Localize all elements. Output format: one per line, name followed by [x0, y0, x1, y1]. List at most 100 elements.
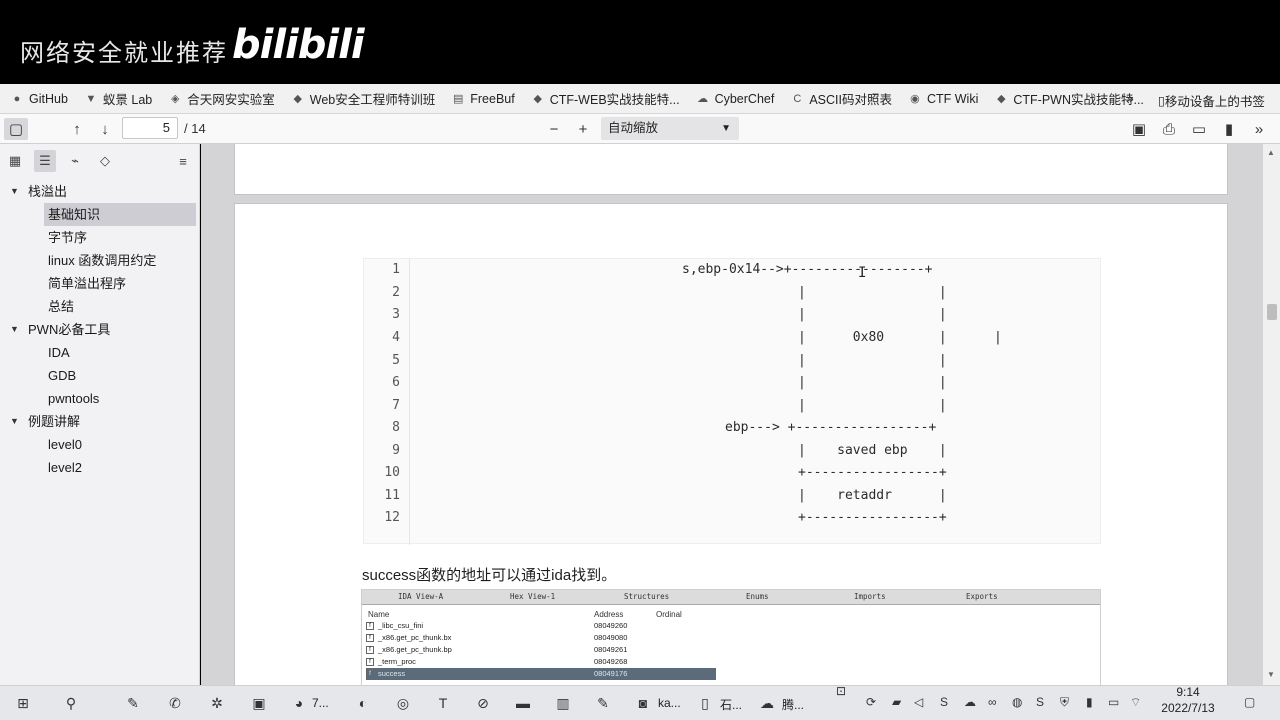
line-number: 3 [392, 307, 400, 322]
outline-item-level2[interactable]: level2 [0, 456, 200, 479]
bookmark-hetian[interactable]: ◈合天网安实验室 [168, 89, 275, 108]
taskbar-app-browser[interactable]: ◎ [390, 690, 416, 716]
zoom-in-button[interactable]: + [572, 118, 594, 140]
outline-item-examples[interactable]: ▼例题讲解 [0, 410, 200, 433]
tencent-icon: ☁ [760, 694, 774, 711]
outline-item-pwn-tools[interactable]: ▼PWN必备工具 [0, 318, 200, 341]
bookmark-ctf-pwn[interactable]: ◆CTF-PWN实战技能特... [994, 89, 1144, 108]
outline-item-gdb[interactable]: GDB [0, 364, 200, 387]
taskbar-app-edge[interactable]: ◐ [350, 690, 376, 716]
line-number: 1 [392, 262, 400, 277]
video-banner: 网络安全就业推荐 bilibili [0, 0, 1280, 84]
taskbar-app-network[interactable]: ⊘ [470, 690, 496, 716]
windows-icon: ⊞ [17, 694, 29, 711]
tray-mic-icon[interactable]: ▮ [1086, 695, 1093, 709]
taskbar-app-stone[interactable]: ▯ [692, 690, 718, 716]
bookmark-github[interactable]: ●GitHub [10, 92, 68, 106]
taskbar-app-pinwheel[interactable]: ✲ [204, 690, 230, 716]
tray-security-icon[interactable]: ⛨ [1060, 695, 1070, 709]
taskbar-app-tool[interactable]: ✎ [590, 690, 616, 716]
mobile-bookmarks[interactable]: ▯移动设备上的书签 [1158, 91, 1265, 110]
presentation-mode-button[interactable]: ▣ [1128, 118, 1150, 140]
outline-item-pwntools[interactable]: pwntools [0, 387, 200, 410]
ida-row-address: 08049260 [594, 621, 628, 630]
mobile-bookmarks-label: 移动设备上的书签 [1164, 95, 1265, 109]
taskbar-stone-label: 石... [720, 698, 743, 712]
tray-volume-icon[interactable]: ◁ [914, 695, 924, 709]
document-viewer[interactable]: 1 2 3 4 5 6 7 8 9 10 11 12 s,ebp-0x14-->… [201, 144, 1263, 685]
taskbar-firefox-label: 7... [312, 696, 329, 710]
outline-item-endianness[interactable]: 字节序 [0, 226, 200, 249]
taskbar-app-kali[interactable]: ◙ [630, 690, 656, 716]
outline-item-calling-convention[interactable]: linux 函数调用约定 [0, 249, 200, 272]
taskbar-clock[interactable]: 9:14 2022/7/13 [1148, 684, 1228, 716]
taskbar-app-terminal[interactable]: ▣ [246, 690, 272, 716]
zoom-out-button[interactable]: − [543, 118, 565, 140]
taskbar-app-tencent[interactable]: ☁ [754, 690, 780, 716]
bilibili-logo: bilibili [232, 22, 365, 68]
thumbnails-button[interactable]: ▦ [4, 150, 26, 172]
bookmark-ctf-wiki[interactable]: ◉CTF Wiki [908, 92, 978, 106]
vertical-scrollbar[interactable]: ▲ ▼ [1263, 144, 1280, 685]
previous-page-button[interactable]: ↑ [66, 118, 88, 140]
outline-item-basics[interactable]: 基础知识 [44, 203, 196, 226]
scroll-up-icon[interactable]: ▲ [1267, 148, 1275, 157]
tray-s-icon[interactable]: S [940, 695, 949, 709]
notification-icon[interactable]: ▢ [1244, 695, 1256, 709]
taskbar-app-chat[interactable]: ✆ [162, 690, 188, 716]
scrollbar-thumb[interactable] [1267, 304, 1277, 320]
bookmark-web-training[interactable]: ◆Web安全工程师特训班 [291, 89, 436, 108]
tray-sogou-icon[interactable]: S [1036, 695, 1045, 709]
next-page-button[interactable]: ↓ [94, 118, 116, 140]
bookmark-label: CyberChef [714, 91, 775, 106]
tray-wifi-icon[interactable]: ⌔ [1130, 695, 1142, 709]
layers-button[interactable]: ◇ [94, 150, 116, 172]
ida-row-address: 08049080 [594, 633, 628, 642]
bookmark-button[interactable]: ▮ [1218, 118, 1240, 140]
attachments-button[interactable]: ⌁ [64, 150, 86, 172]
bookmark-ctf-web[interactable]: ◆CTF-WEB实战技能特... [531, 89, 679, 108]
outline-item-summary[interactable]: 总结 [0, 295, 200, 318]
open-file-button[interactable]: ▭ [1188, 118, 1210, 140]
page-number-input[interactable]: 5 [122, 117, 178, 139]
taskbar-app-files[interactable]: ▬ [510, 690, 536, 716]
tray-link-icon[interactable]: ∞ [988, 695, 997, 709]
outline-label: 基础知识 [48, 207, 101, 222]
tray-cloud-icon[interactable]: ☁ [964, 695, 976, 709]
line-number: 10 [384, 465, 400, 480]
current-outline-button[interactable]: ≡ [172, 150, 194, 172]
ida-tab: Enums [746, 592, 769, 601]
bookmarks-overflow-button[interactable]: » [1126, 90, 1134, 106]
triangle-down-icon: ▼ [10, 324, 19, 334]
taskbar-app-editor[interactable]: ✎ [120, 690, 146, 716]
bookmark-label: GitHub [29, 91, 68, 106]
outline-label: level0 [48, 437, 82, 452]
outline-item-ida[interactable]: IDA [0, 341, 200, 364]
tray-shield-icon[interactable]: ◍ [1012, 695, 1023, 709]
tray-battery-icon[interactable]: ▰ [892, 695, 902, 709]
scroll-down-icon[interactable]: ▼ [1267, 670, 1275, 679]
start-button[interactable]: ⊞ [10, 690, 36, 716]
previous-page [235, 144, 1227, 194]
tools-menu-button[interactable]: » [1248, 118, 1270, 140]
taskbar-app-library[interactable]: ▥ [550, 690, 576, 716]
ida-row-address: 08049176 [594, 669, 628, 678]
taskbar-app-typora[interactable]: T [430, 690, 456, 716]
print-button[interactable]: ⎙ [1158, 118, 1180, 140]
outline-item-level0[interactable]: level0 [0, 433, 200, 456]
outline-item-stack-overflow[interactable]: ▼栈溢出 [0, 180, 200, 203]
bookmark-cyberchef[interactable]: ☁CyberChef [696, 91, 775, 106]
taskbar-app-firefox[interactable]: ◕ [286, 690, 312, 716]
tray-sync-icon[interactable]: ⟳ [866, 695, 877, 709]
outline-item-simple-overflow[interactable]: 简单溢出程序 [0, 272, 200, 295]
tray-display-icon[interactable]: ▭ [1108, 695, 1120, 709]
bookmark-lab[interactable]: ▼蚁景 Lab [84, 89, 152, 108]
tray-overlay-icon[interactable]: ⊡ [836, 684, 847, 698]
sidebar-toggle-button[interactable]: ▢ [4, 118, 28, 140]
search-button[interactable]: ⚲ [58, 690, 84, 716]
zoom-select[interactable]: 自动缩放▼ [601, 117, 739, 140]
ida-row-address: 08049261 [594, 645, 628, 654]
bookmark-freebuf[interactable]: ▤FreeBuf [451, 92, 515, 106]
outline-button[interactable]: ☰ [34, 150, 56, 172]
